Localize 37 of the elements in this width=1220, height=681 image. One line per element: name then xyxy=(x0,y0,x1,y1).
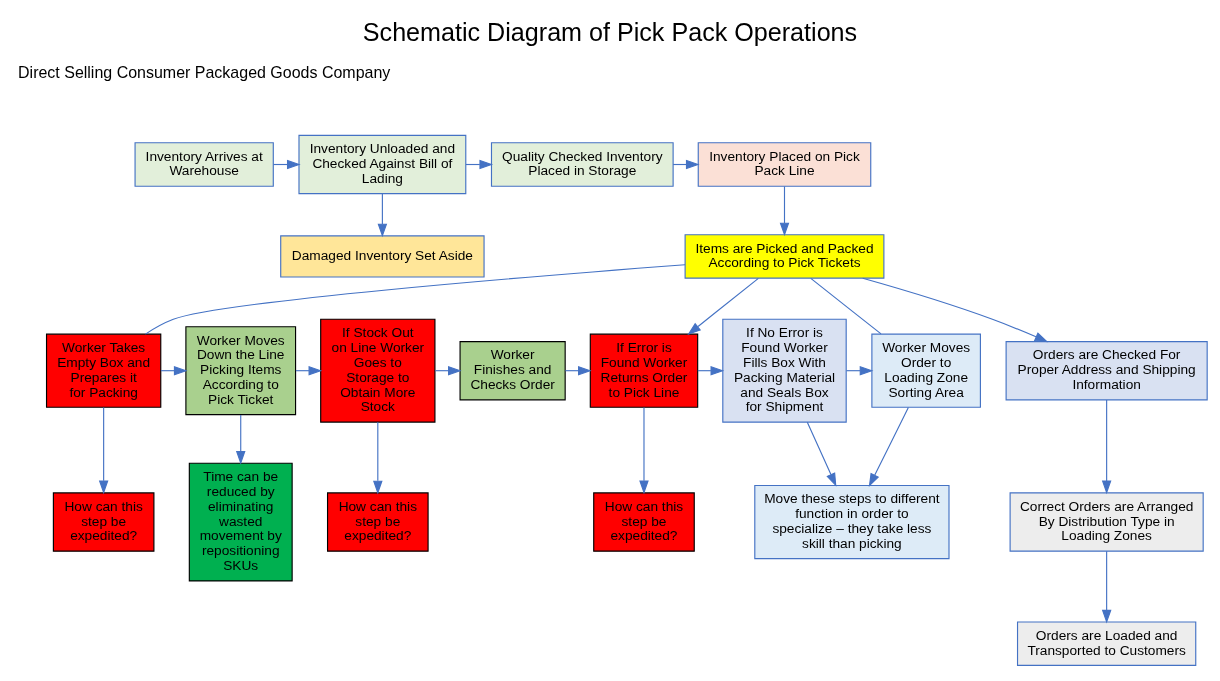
arrow xyxy=(377,192,388,237)
node-box: How can this step be expedited? xyxy=(593,491,695,552)
node-box: Inventory Placed on Pick Pack Line xyxy=(697,141,872,187)
node-box: How can this step be expedited? xyxy=(52,491,155,552)
node-box: Worker Finishes and Checks Order xyxy=(459,340,566,400)
connector xyxy=(144,263,686,335)
arrow xyxy=(779,185,790,236)
arrow xyxy=(687,277,759,335)
node-box: Time can be reduced by eliminating wasted movement by repositioning SKUs xyxy=(188,462,293,581)
node-box: How can this step be expedited? xyxy=(327,491,429,552)
arrow xyxy=(862,277,1049,342)
node-box: Orders are Loaded and Transported to Customers xyxy=(1016,620,1197,666)
arrow xyxy=(868,406,909,487)
arrow xyxy=(1101,550,1112,624)
node-box: If No Error is Found Worker Fills Box With Packing Material and Seals Box for Shipment xyxy=(722,318,847,423)
node-box: Orders are Checked For Proper Address and Shipping Information xyxy=(1005,340,1208,400)
node-box: Move these steps to different function in order to specialize – they take less skill than picking xyxy=(754,484,950,559)
node-box: Worker Moves Order to Loading Zone Sorting Area xyxy=(871,333,981,408)
arrow xyxy=(806,421,837,487)
arrow xyxy=(1101,398,1112,494)
node-box: Worker Takes Empty Box and Prepares it for Packing xyxy=(45,333,162,408)
node-box: If Stock Out on Line Worker Goes to Storage to Obtain More Stock xyxy=(320,318,436,423)
arrow xyxy=(373,421,383,494)
node-box: If Error is Found Worker Returns Order to Pick Line xyxy=(589,333,699,408)
node-box: Worker Moves Down the Line Picking Items According to Pick Ticket xyxy=(185,325,297,415)
node-box: Inventory Unloaded and Checked Against Bill of Lading xyxy=(298,134,467,194)
arrow xyxy=(639,406,649,494)
arrow xyxy=(98,406,109,494)
node-box: Damaged Inventory Set Aside xyxy=(280,234,485,278)
node-box: Quality Checked Inventory Placed in Storage xyxy=(490,141,674,187)
diagram-title: Schematic Diagram of Pick Pack Operations xyxy=(362,17,858,46)
node-box: Items are Picked and Packed According to Pick Tickets xyxy=(684,233,885,279)
node-box: Inventory Arrives at Warehouse xyxy=(134,141,274,187)
node-box: Correct Orders are Arranged By Distribution Type in Loading Zones xyxy=(1009,491,1204,552)
label: Direct Selling Consumer Packaged Goods Company xyxy=(18,63,391,81)
connector xyxy=(810,277,882,334)
arrow xyxy=(235,413,246,465)
